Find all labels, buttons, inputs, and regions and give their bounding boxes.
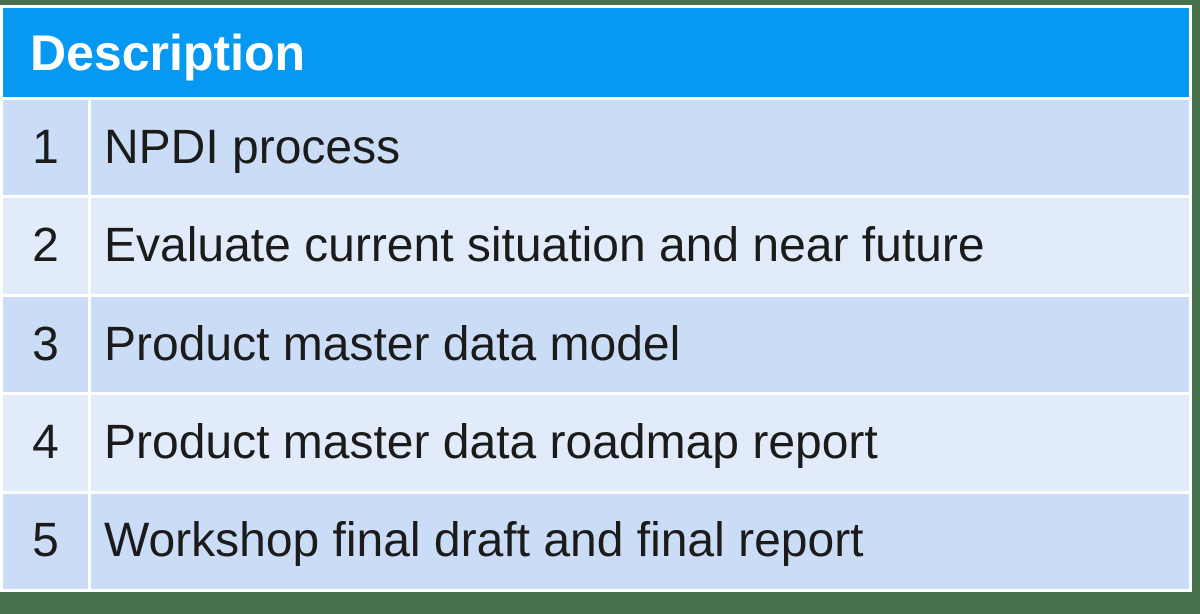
row-description-cell: NPDI process — [91, 100, 1189, 196]
table-row: 2 Evaluate current situation and near fu… — [3, 198, 1189, 294]
row-description-cell: Workshop final draft and final report — [91, 493, 1189, 590]
table-header-row: Description — [3, 8, 1189, 97]
table-row: 4 Product master data roadmap report — [3, 395, 1189, 491]
row-description-cell: Product master data roadmap report — [91, 395, 1189, 491]
row-description-cell: Evaluate current situation and near futu… — [91, 198, 1189, 294]
row-description-cell: Product master data model — [91, 296, 1189, 393]
table: Description 1 NPDI process 2 Evaluate cu… — [0, 5, 1192, 592]
table-body: 1 NPDI process 2 Evaluate current situat… — [3, 100, 1189, 590]
row-number-cell: 4 — [3, 395, 88, 491]
row-number-cell: 3 — [3, 296, 88, 393]
row-number-cell: 1 — [3, 100, 88, 196]
table-row: 1 NPDI process — [3, 100, 1189, 196]
table-header-description: Description — [30, 24, 306, 81]
row-number-cell: 2 — [3, 198, 88, 294]
table-row: 3 Product master data model — [3, 296, 1189, 393]
table-row: 5 Workshop final draft and final report — [3, 493, 1189, 590]
row-number-cell: 5 — [3, 493, 88, 590]
